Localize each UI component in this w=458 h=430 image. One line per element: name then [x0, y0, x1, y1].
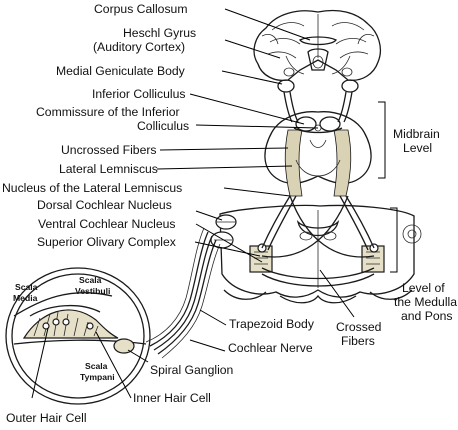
label-medulla-level-line2: the Medulla [394, 295, 457, 309]
medial-geniculate-bodies [277, 79, 359, 93]
label-medulla-level-line3: and Pons [401, 309, 453, 323]
label-commissure-inferior-colliculus: Commissure of the Inferior [36, 105, 180, 119]
label-corpus-callosum: Corpus Callosum [94, 2, 187, 16]
label-midbrain-level-line1: Midbrain [393, 127, 440, 141]
label-superior-olivary-complex: Superior Olivary Complex [37, 235, 176, 249]
leader-lines [31, 8, 398, 399]
label-inner-hair-cell: Inner Hair Cell [133, 391, 211, 405]
label-nucleus-lateral-lemniscus: Nucleus of the Lateral Lemniscus [2, 181, 182, 195]
label-midbrain-level-line2: Level [403, 141, 432, 155]
label-scala-tympani-line2: Tympani [80, 372, 115, 382]
label-heschl-gyrus: Heschl Gyrus [123, 26, 196, 40]
anatomy-drawing [5, 9, 422, 405]
ascending-tracts [283, 91, 353, 123]
label-crossed-fibers-line2: Fibers [341, 334, 375, 348]
label-ventral-cochlear-nucleus: Ventral Cochlear Nucleus [38, 217, 176, 231]
label-outer-hair-cell: Outer Hair Cell [6, 411, 87, 425]
label-scala-media-line1: Scala [15, 282, 38, 292]
label-spiral-ganglion: Spiral Ganglion [150, 363, 233, 377]
cochlea-section [5, 267, 151, 405]
midbrain-section [264, 111, 372, 197]
label-crossed-fibers-line1: Crossed [336, 320, 381, 334]
cochlear-nerve-bundle [145, 227, 221, 359]
label-lateral-lemniscus: Lateral Lemniscus [59, 162, 158, 176]
label-medial-geniculate-body: Medial Geniculate Body [56, 64, 186, 78]
label-auditory-cortex: (Auditory Cortex) [93, 40, 185, 54]
medulla-pons-section [219, 204, 422, 304]
label-inferior-colliculus: Inferior Colliculus [92, 87, 185, 101]
label-commissure-colliculus: Colliculus [137, 119, 189, 133]
label-medulla-level-line1: Level of [402, 281, 445, 295]
label-cochlear-nerve: Cochlear Nerve [228, 341, 313, 355]
label-scala-vestibuli-line1: Scala [79, 275, 102, 285]
label-scala-tympani-line1: Scala [85, 361, 108, 371]
left-olivary-nuclei [249, 243, 273, 273]
label-trapezoid-body: Trapezoid Body [229, 317, 315, 331]
label-scala-vestibuli-line2: Vestibuli [75, 286, 110, 296]
labels: Corpus Callosum Heschl Gyrus (Auditory C… [2, 2, 457, 425]
lemniscal-tracts [261, 195, 375, 258]
label-dorsal-cochlear-nucleus: Dorsal Cochlear Nucleus [37, 198, 172, 212]
cerebrum-section [253, 9, 382, 82]
label-uncrossed-fibers: Uncrossed Fibers [61, 143, 157, 157]
label-scala-media-line2: Media [13, 293, 38, 303]
